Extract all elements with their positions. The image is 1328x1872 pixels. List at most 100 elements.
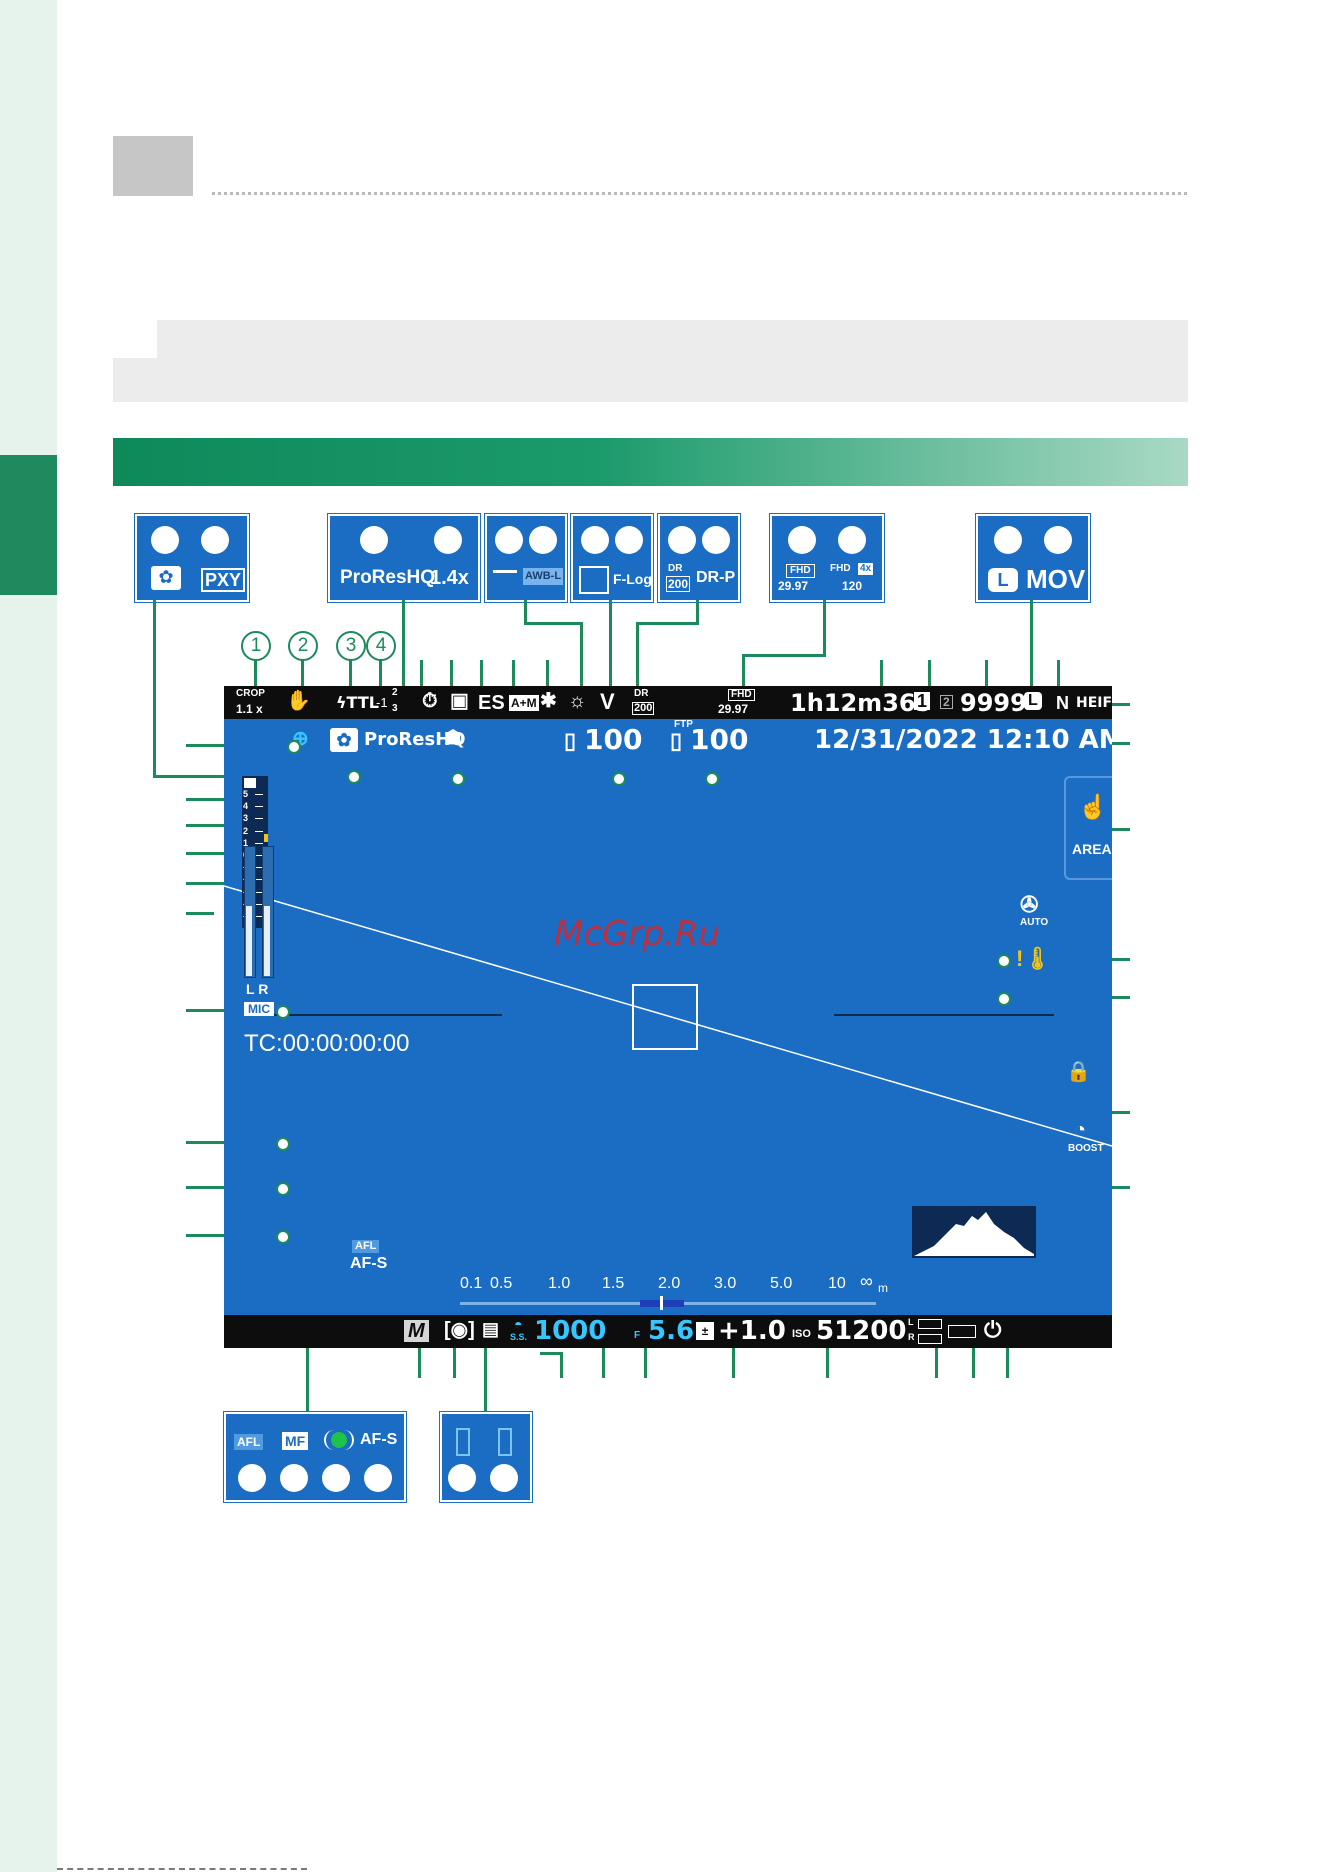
camera-screen: CROP 1.1 x ✋ ϟTTL -1 2 3 ⏱ ▣ ES A+M ✱ ☼ … (224, 686, 1112, 1348)
leader-line (1030, 600, 1033, 686)
leader-dot (997, 954, 1011, 968)
callout-box-d: F-Log (571, 514, 653, 602)
flash-comp: -1 (376, 695, 388, 710)
battery-grip-icon: ▯ (564, 728, 577, 753)
leader-line (732, 1348, 735, 1378)
film-sim-icon (579, 566, 609, 594)
distance-0.5: 0.5 (490, 1275, 513, 1292)
mic-fill-right (264, 906, 270, 976)
shutter-type: ES (478, 692, 505, 714)
exposure-tick-label: 3 (243, 813, 249, 824)
self-timer-icon: ⏱ (422, 690, 438, 712)
flash-comp-num: 2 (392, 687, 398, 698)
focus-distance-scale: 0.1 0.5 1.0 1.5 2.0 3.0 5.0 10 ∞ m (460, 1272, 1100, 1316)
leader-line (636, 622, 699, 625)
leader-line (636, 622, 639, 686)
leader-line (742, 654, 826, 657)
callout-dot (201, 526, 229, 554)
metering-icon: [◉] (444, 1319, 475, 1341)
fhd-hs-label: FHD (830, 563, 851, 574)
bluetooth-icon: ✱ (540, 690, 557, 712)
footer-rule (57, 1868, 307, 1870)
leader-dot (347, 770, 361, 784)
ftp-icon: ▯ (670, 728, 683, 753)
touch-area-button[interactable]: ☝ AREA (1064, 776, 1112, 880)
size-l-icon: L (988, 568, 1018, 592)
exposure-tick-mark (255, 867, 263, 869)
mic-fill-left (246, 906, 252, 976)
section-band (113, 438, 1188, 486)
callout-box-g: L MOV (976, 514, 1090, 602)
frames-remaining: 9999 (960, 689, 1027, 717)
callout-number-4: 4 (366, 631, 396, 661)
zoom-label: 1.4x (430, 567, 469, 589)
callout-box-b: ProResHQ 1.4x (328, 514, 480, 602)
slot-2: 2 (940, 695, 953, 709)
file-format: HEIF (1076, 695, 1112, 711)
iso-value: 51200 (816, 1316, 907, 1346)
mic-level-meter (244, 846, 284, 986)
crop-label: CROP (236, 688, 265, 699)
white-balance-icon: ☼ (568, 690, 587, 712)
distance-0.1: 0.1 (460, 1275, 483, 1292)
image-quality: N (1056, 693, 1069, 713)
focus-position-marker (660, 1296, 663, 1310)
distance-1.5: 1.5 (602, 1275, 625, 1292)
aw-mode: A+M (509, 695, 539, 711)
exposure-tick-mark (255, 794, 263, 795)
movie-fps: 29.97 (718, 702, 749, 716)
leader-line (1112, 742, 1130, 745)
leader-line (985, 660, 988, 686)
leader-dot (287, 740, 301, 754)
callout-number-1: 1 (241, 631, 271, 661)
leader-line (1006, 1348, 1009, 1378)
chapter-tab[interactable] (0, 455, 57, 595)
leader-line (153, 600, 156, 778)
leader-line (450, 660, 453, 686)
ae-lock-icon (456, 1428, 470, 1456)
dr-top: DR (634, 688, 649, 699)
leader-line (546, 660, 549, 686)
callout-dot (838, 526, 866, 554)
leader-line (580, 622, 583, 686)
shutter-speed-icon: ◓ (514, 1316, 523, 1332)
exposure-tick-label: 4 (243, 801, 249, 812)
leader-line (935, 1348, 938, 1378)
mov-label: MOV (1026, 564, 1086, 594)
exposure-comp-icon (244, 778, 256, 788)
leader-line (453, 1348, 456, 1378)
hand-pointer-icon: ☝ (1078, 794, 1108, 821)
leader-line (524, 600, 527, 624)
battery-percent: 100 (584, 723, 643, 756)
dr-bottom: 200 (632, 702, 655, 715)
distance-1.0: 1.0 (548, 1275, 571, 1292)
callout-dot (490, 1464, 518, 1492)
leader-line (644, 1348, 647, 1378)
leader-line (418, 1348, 421, 1378)
touch-area-label: AREA (1072, 841, 1112, 857)
boost-label: BOOST (1068, 1143, 1104, 1154)
slot-1: 1 (914, 692, 931, 710)
leader-line (540, 1352, 562, 1355)
callout-dot (994, 526, 1022, 554)
callout-dot (360, 526, 388, 554)
distance-unit: m (878, 1281, 888, 1295)
callout-dot (238, 1464, 266, 1492)
callout-box-ae-lock (440, 1412, 532, 1502)
callout-dot (788, 526, 816, 554)
fhd-hs-fps: 120 (842, 579, 863, 593)
leader-line (560, 1352, 563, 1378)
leader-line (254, 660, 257, 686)
afs-label: AF-S (360, 1431, 398, 1448)
ftp-label: FTP (674, 719, 693, 730)
exposure-tick-mark (255, 916, 263, 917)
flash-mode: ϟTTL (336, 693, 379, 712)
power-plug-icon: ⏻ (984, 1317, 1002, 1342)
leader-dot (276, 1230, 290, 1244)
iso-label: ISO (792, 1328, 811, 1340)
fan-icon: ✇ (1020, 892, 1039, 917)
codec-label: ProResHQ (340, 567, 436, 588)
callout-dot (495, 526, 523, 554)
shooting-mode: M (404, 1320, 429, 1342)
flog-label: F-Log (613, 571, 652, 587)
